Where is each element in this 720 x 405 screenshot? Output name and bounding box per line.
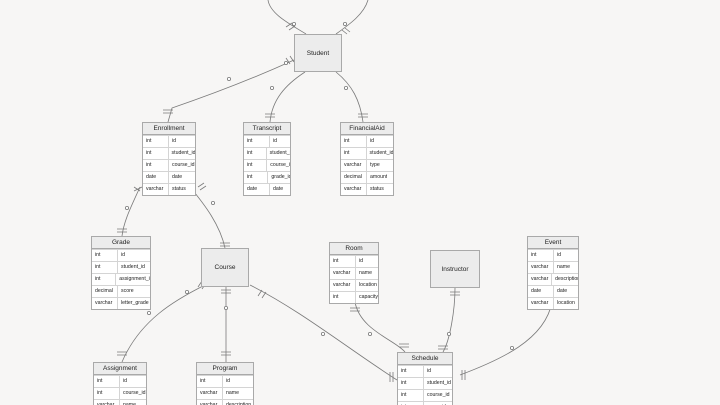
entity-title: Schedule bbox=[398, 353, 452, 365]
edge-enrollment-course bbox=[189, 186, 226, 249]
entity-instructor[interactable]: Instructor bbox=[430, 250, 480, 288]
edge-offscreen-student-right bbox=[335, 0, 369, 35]
edge-event-schedule bbox=[459, 301, 553, 376]
entity-title: Grade bbox=[92, 237, 150, 249]
attribute-row: introom_id bbox=[398, 401, 452, 405]
entity-title: Room bbox=[330, 243, 378, 255]
edge-course-assignment bbox=[121, 284, 206, 363]
entity-title: Transcript bbox=[244, 123, 290, 135]
entity-title: Course bbox=[214, 264, 236, 271]
edge-student-enrollment bbox=[167, 59, 295, 123]
entity-title: FinancialAid bbox=[341, 123, 393, 135]
entity-title: Event bbox=[528, 237, 578, 249]
entity-title: Student bbox=[306, 49, 330, 57]
entity-title: Assignment bbox=[94, 363, 146, 375]
edge-student-financialaid bbox=[335, 71, 364, 123]
entity-title: Enrollment bbox=[143, 123, 195, 135]
entity-course[interactable]: Course bbox=[201, 248, 249, 287]
entity-title: Instructor bbox=[441, 265, 469, 273]
entity-title: Program bbox=[197, 363, 253, 375]
edge-instructor-schedule bbox=[442, 287, 456, 353]
entity-student[interactable]: Student bbox=[294, 34, 342, 72]
edge-course-schedule bbox=[249, 284, 398, 381]
edge-offscreen-student-left bbox=[267, 0, 307, 35]
edge-room-schedule bbox=[354, 301, 406, 353]
edge-student-transcript bbox=[269, 71, 306, 123]
